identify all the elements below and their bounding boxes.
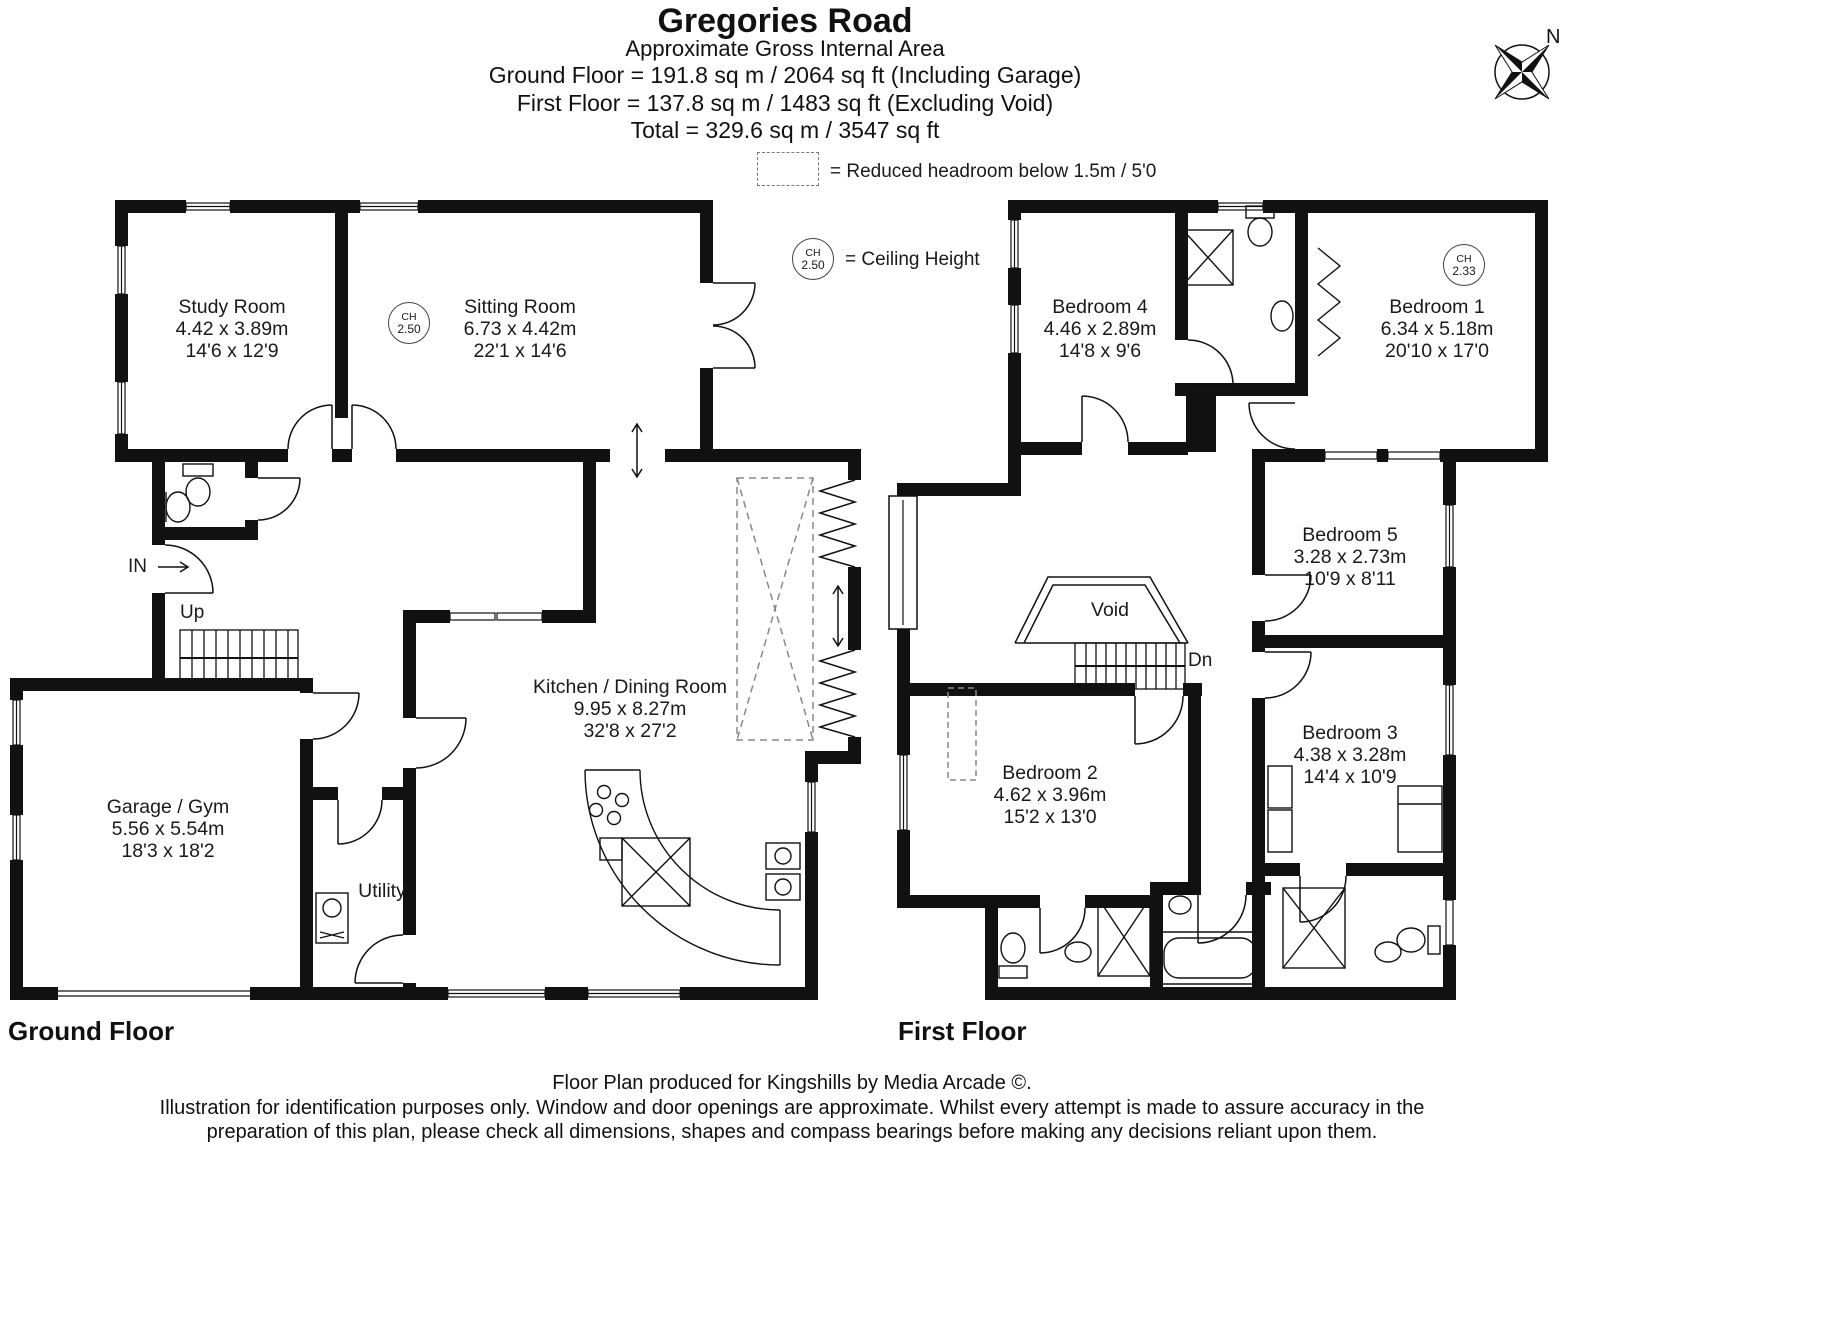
ch-label: CH [1456, 253, 1472, 265]
entrance-in-label: IN [128, 556, 147, 577]
first-floor-walls [897, 200, 1548, 1000]
ground-floor-fixtures [165, 463, 801, 966]
footer-disclaimer-line1: Illustration for identification purposes… [159, 1097, 1425, 1119]
room-name: Utility [358, 880, 406, 902]
room-metric: 9.95 x 8.27m [573, 698, 687, 720]
bifold-doors [817, 479, 858, 738]
room-name: Sitting Room [464, 296, 576, 318]
reduced-headroom-area [736, 477, 814, 741]
room-metric: 4.62 x 3.96m [993, 784, 1107, 806]
room-label-garage: Garage / Gym 5.56 x 5.54m 18'3 x 18'2 [107, 796, 229, 862]
room-name: Bedroom 5 [1302, 524, 1398, 546]
room-name: Study Room [178, 296, 286, 318]
room-name: Bedroom 3 [1302, 722, 1398, 744]
room-imperial: 10'9 x 8'11 [1304, 568, 1396, 590]
page-subtitle: Approximate Gross Internal Area [625, 36, 945, 61]
room-imperial: 15'2 x 13'0 [1003, 806, 1097, 828]
room-metric: 5.56 x 5.54m [111, 818, 225, 840]
ch-label: CH [401, 311, 417, 323]
ceiling-height-badge-sitting: CH 2.50 [388, 302, 430, 344]
room-label-bedroom2: Bedroom 2 4.62 x 3.96m 15'2 x 13'0 [994, 762, 1107, 828]
room-imperial: 18'3 x 18'2 [121, 840, 215, 862]
footer-credit: Floor Plan produced for Kingshills by Me… [552, 1072, 1032, 1094]
room-metric: 4.38 x 3.28m [1293, 744, 1407, 766]
reduced-headroom-area-small [947, 687, 977, 781]
room-label-utility: Utility [358, 880, 406, 902]
ch-label: CH [805, 247, 821, 259]
opening-arrows [158, 422, 844, 648]
first-floor-plan [888, 200, 1548, 1000]
room-name: Garage / Gym [106, 796, 230, 818]
first-floor-fixtures [998, 205, 1443, 985]
void-and-stairs [1014, 576, 1189, 690]
ch-value: 2.50 [397, 322, 421, 336]
room-imperial: 14'6 x 12'9 [185, 340, 279, 362]
ground-floor-plan [10, 200, 861, 1000]
ground-floor-section-label: Ground Floor [8, 1016, 175, 1046]
room-imperial: 20'10 x 17'0 [1385, 340, 1489, 362]
room-imperial: 14'4 x 10'9 [1303, 766, 1397, 788]
room-label-bedroom1: Bedroom 1 6.34 x 5.18m 20'10 x 17'0 [1381, 296, 1494, 362]
room-metric: 4.46 x 2.89m [1043, 318, 1157, 340]
compass-north-label: N [1546, 26, 1561, 48]
room-imperial: 32'8 x 27'2 [583, 720, 677, 742]
room-name: Bedroom 4 [1052, 296, 1148, 318]
room-label-bedroom4: Bedroom 4 4.46 x 2.89m 14'8 x 9'6 [1044, 296, 1157, 362]
area-line-total: Total = 329.6 sq m / 3547 sq ft [630, 117, 940, 143]
room-imperial: 14'8 x 9'6 [1058, 340, 1142, 362]
room-name: Bedroom 2 [1002, 762, 1098, 784]
ch-value: 2.50 [801, 258, 825, 272]
compass-icon [1494, 44, 1550, 100]
room-name: Kitchen / Dining Room [532, 676, 728, 698]
room-label-kitchen: Kitchen / Dining Room 9.95 x 8.27m 32'8 … [533, 676, 727, 742]
room-label-sitting: Sitting Room 6.73 x 4.42m 22'1 x 14'6 [464, 296, 577, 362]
stairs-dn-label: Dn [1188, 650, 1213, 671]
ground-floor-stairs [179, 629, 299, 687]
room-metric: 4.42 x 3.89m [175, 318, 289, 340]
ground-floor-walls [10, 200, 861, 1000]
footer-disclaimer-line2: preparation of this plan, please check a… [206, 1121, 1378, 1143]
room-imperial: 22'1 x 14'6 [473, 340, 567, 362]
room-label-study: Study Room 4.42 x 3.89m 14'6 x 12'9 [176, 296, 289, 362]
ceiling-height-badge-bedroom1: CH 2.33 [1443, 244, 1485, 286]
ground-floor-doors [164, 282, 756, 984]
first-floor-section-label: First Floor [898, 1016, 1027, 1046]
room-metric: 6.73 x 4.42m [463, 318, 577, 340]
ceiling-height-legend-text: = Ceiling Height [845, 249, 980, 270]
page-title: Gregories Road [657, 2, 913, 40]
room-name: Bedroom 1 [1389, 296, 1485, 318]
room-metric: 6.34 x 5.18m [1380, 318, 1494, 340]
ground-floor-windows [12, 202, 816, 998]
reduced-headroom-legend-text: = Reduced headroom below 1.5m / 5'0 [830, 161, 1157, 182]
ch-value: 2.33 [1452, 264, 1476, 278]
void-label: Void [1091, 599, 1129, 621]
room-metric: 3.28 x 2.73m [1293, 546, 1407, 568]
reduced-headroom-legend-icon [757, 152, 819, 186]
room-label-bedroom3: Bedroom 3 4.38 x 3.28m 14'4 x 10'9 [1294, 722, 1407, 788]
stairs-up-label: Up [180, 602, 205, 623]
area-line-ground: Ground Floor = 191.8 sq m / 2064 sq ft (… [488, 62, 1082, 88]
area-line-first: First Floor = 137.8 sq m / 1483 sq ft (E… [516, 90, 1054, 116]
wardrobe-zigzag [1316, 247, 1342, 357]
room-label-bedroom5: Bedroom 5 3.28 x 2.73m 10'9 x 8'11 [1294, 524, 1407, 590]
ceiling-height-legend-icon: CH 2.50 [792, 238, 834, 280]
void-text: Void [1091, 599, 1129, 621]
